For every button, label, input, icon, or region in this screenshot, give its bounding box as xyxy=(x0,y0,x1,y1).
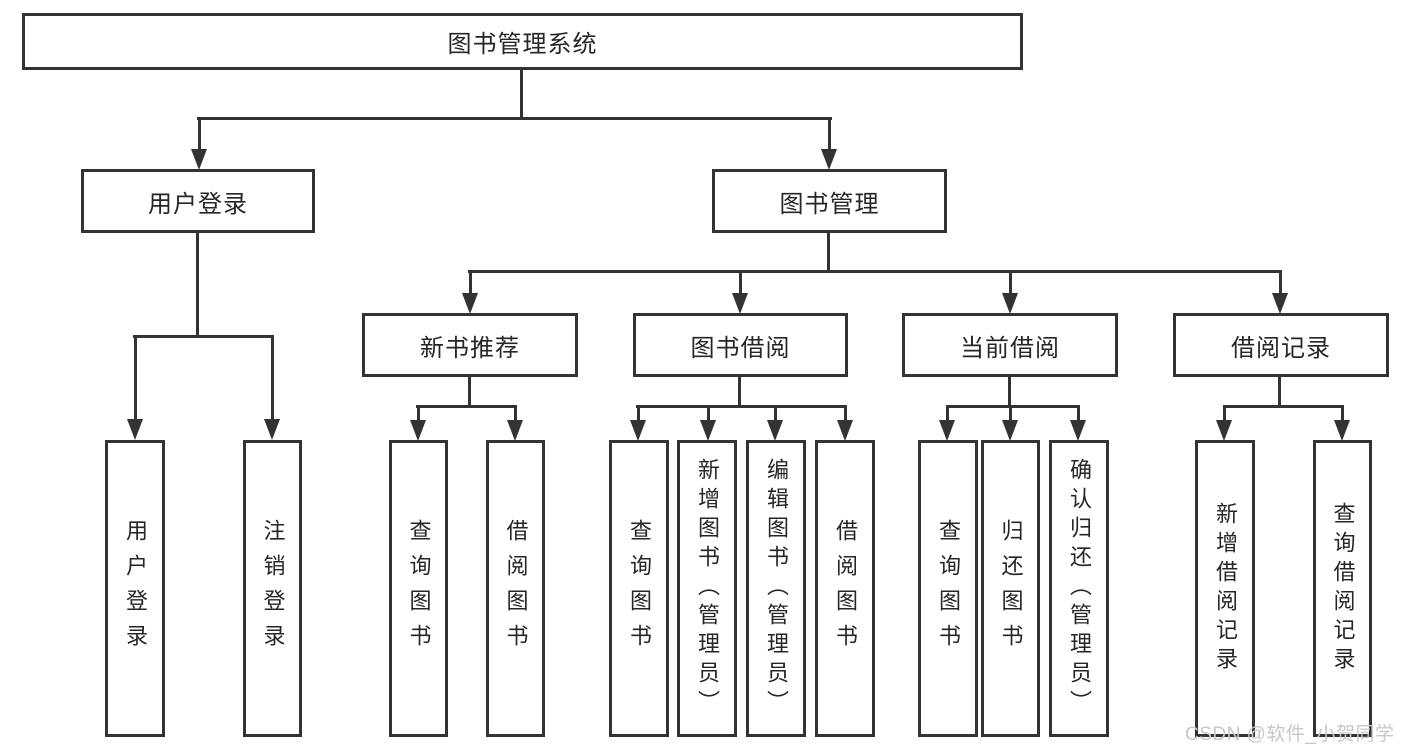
node-book-management: 图书管理 xyxy=(712,169,947,233)
connector-recommendation-stem xyxy=(468,376,471,408)
arrow-down-icon xyxy=(630,407,646,441)
arrow-down-icon xyxy=(837,407,853,441)
connector-borrowing-rail xyxy=(636,405,847,408)
arrow-down-icon xyxy=(191,119,207,170)
connector-root-stem xyxy=(520,69,523,120)
node-label: 归还图书 xyxy=(998,518,1024,659)
arrow-down-icon xyxy=(507,407,523,441)
connector-level2-rail xyxy=(197,117,832,120)
node-current-borrowing: 当前借阅 xyxy=(902,313,1118,377)
arrow-down-icon xyxy=(1272,272,1288,314)
node-user-login: 用户登录 xyxy=(81,169,315,233)
node-label: 新增图书（管理员） xyxy=(695,458,720,719)
node-label: 注销登录 xyxy=(260,518,286,659)
arrow-down-icon xyxy=(1070,407,1086,441)
node-label: 确认归还（管理员） xyxy=(1067,458,1092,719)
arrow-down-icon xyxy=(821,119,837,170)
node-label: 查询图书 xyxy=(936,518,961,659)
node-new-book-recommendation: 新书推荐 xyxy=(362,313,578,377)
arrow-down-icon xyxy=(1002,407,1018,441)
arrow-down-icon xyxy=(700,407,716,441)
node-label: 新增借阅记录 xyxy=(1213,501,1238,676)
arrow-down-icon xyxy=(462,272,478,314)
node-label: 新书推荐 xyxy=(420,334,520,362)
leaf-logout-login: 注销登录 xyxy=(243,440,302,737)
leaf-confirm-return-admin: 确认归还（管理员） xyxy=(1049,440,1109,737)
leaf-add-borrow-record: 新增借阅记录 xyxy=(1195,440,1255,737)
connector-records-rail xyxy=(1223,405,1344,408)
node-book-borrowing: 图书借阅 xyxy=(633,313,848,377)
leaf-borrow-books-borrowing: 借阅图书 xyxy=(815,440,875,737)
leaf-edit-books-admin: 编辑图书（管理员） xyxy=(746,440,806,737)
connector-borrowing-stem xyxy=(738,376,741,408)
leaf-query-books-recommend: 查询图书 xyxy=(389,440,448,737)
arrow-down-icon xyxy=(1002,272,1018,314)
node-label: 用户登录 xyxy=(148,190,248,218)
node-label: 借阅图书 xyxy=(833,518,858,659)
leaf-query-books-borrowing: 查询图书 xyxy=(609,440,669,737)
node-label: 查询图书 xyxy=(627,518,652,659)
node-label: 查询图书 xyxy=(406,518,432,659)
node-label: 用户登录 xyxy=(123,518,148,659)
arrow-down-icon xyxy=(1334,407,1350,441)
leaf-add-books-admin: 新增图书（管理员） xyxy=(677,440,737,737)
node-label: 图书管理 xyxy=(779,190,880,218)
arrow-down-icon xyxy=(127,337,143,440)
node-label: 借阅记录 xyxy=(1231,334,1331,362)
arrow-down-icon xyxy=(264,337,280,440)
arrow-down-icon xyxy=(1216,407,1232,441)
leaf-borrow-books-recommend: 借阅图书 xyxy=(486,440,545,737)
connector-user-login-stem xyxy=(196,232,199,338)
csdn-watermark: CSDN @软件_小贺同学 xyxy=(1185,724,1395,745)
connector-records-stem xyxy=(1278,376,1281,408)
node-library-management-system: 图书管理系统 xyxy=(22,13,1023,70)
node-label: 编辑图书（管理员） xyxy=(764,458,789,719)
arrow-down-icon xyxy=(410,407,426,441)
node-label: 借阅图书 xyxy=(503,518,529,659)
node-borrowing-records: 借阅记录 xyxy=(1173,313,1389,377)
connector-book-management-stem xyxy=(827,232,830,273)
leaf-return-books: 归还图书 xyxy=(981,440,1040,737)
connector-level3-rail xyxy=(468,270,1282,273)
connector-current-rail xyxy=(946,405,1080,408)
arrow-down-icon xyxy=(939,407,955,441)
leaf-query-books-current: 查询图书 xyxy=(918,440,978,737)
connector-user-login-rail xyxy=(133,335,274,338)
connector-current-stem xyxy=(1008,376,1011,408)
arrow-down-icon xyxy=(732,272,748,314)
leaf-user-login: 用户登录 xyxy=(105,440,165,737)
node-label: 当前借阅 xyxy=(960,334,1060,362)
connector-recommendation-rail xyxy=(416,405,517,408)
node-label: 图书管理系统 xyxy=(447,31,598,58)
node-label: 查询借阅记录 xyxy=(1330,501,1356,676)
arrow-down-icon xyxy=(767,407,783,441)
node-label: 图书借阅 xyxy=(690,334,791,362)
leaf-query-borrow-record: 查询借阅记录 xyxy=(1313,440,1372,737)
